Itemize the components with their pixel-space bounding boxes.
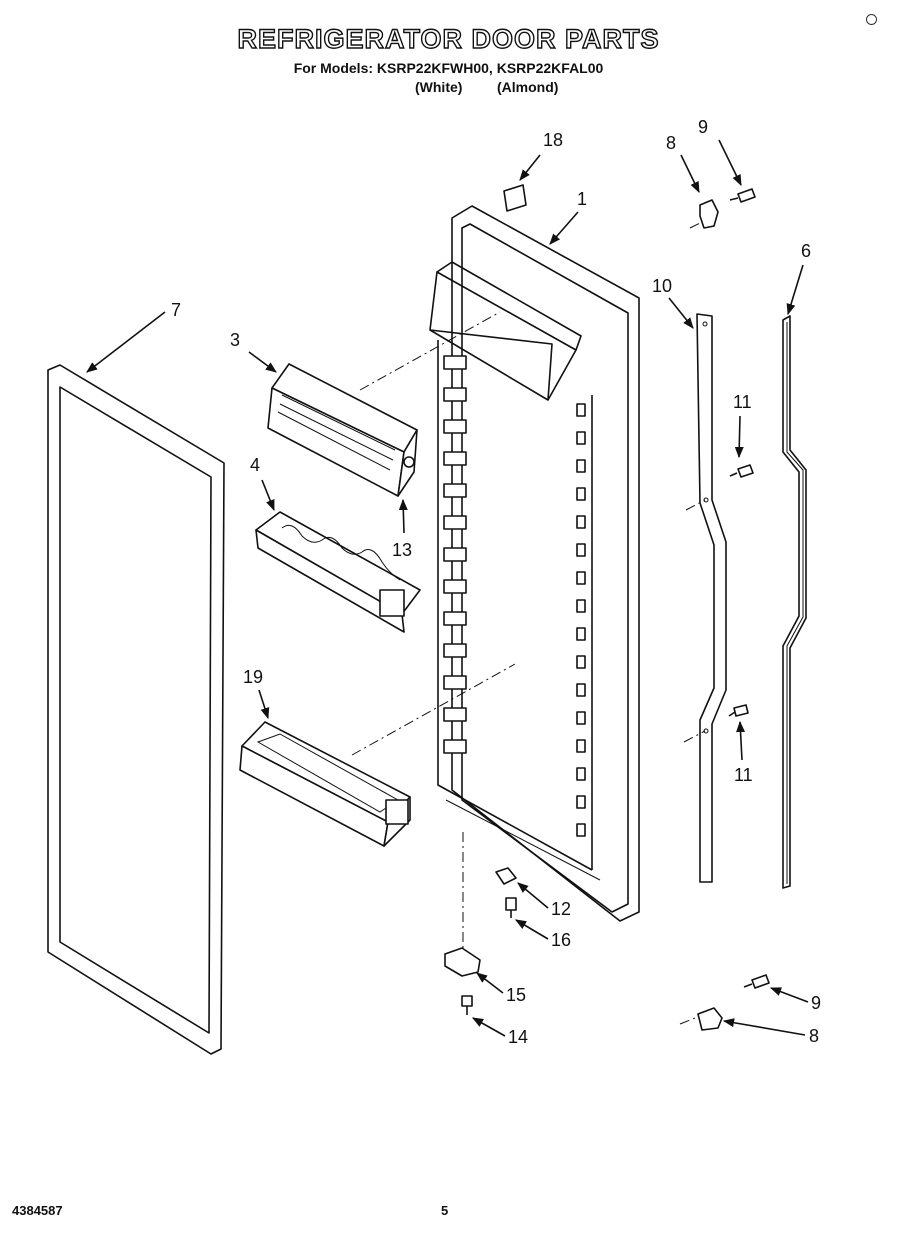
callout-8-top: 8 xyxy=(666,133,676,153)
part-14-screw xyxy=(461,995,473,1015)
liner-rail-tabs-right xyxy=(576,403,586,837)
callout-9-bottom: 9 xyxy=(811,993,821,1013)
part-7-door-gasket xyxy=(47,364,225,1055)
callout-8-bottom: 8 xyxy=(809,1026,819,1046)
part-18-label xyxy=(503,184,527,212)
callout-19: 19 xyxy=(243,667,263,687)
callout-1: 1 xyxy=(577,189,587,209)
color-label-almond: (Almond) xyxy=(497,79,559,95)
callout-4: 4 xyxy=(250,455,260,475)
part-9-screw-top xyxy=(729,188,756,203)
callout-11-bottom: 11 xyxy=(734,765,753,785)
part-11-screw-top xyxy=(729,464,754,478)
callout-3: 3 xyxy=(230,330,240,350)
part-3-dairy-bin xyxy=(267,363,418,497)
part-19-shelf-bin xyxy=(239,721,411,847)
part-8-hinge-cap-top xyxy=(699,199,719,229)
callout-14: 14 xyxy=(508,1027,528,1047)
part-12-hinge-bracket xyxy=(495,867,517,885)
callout-11-top: 11 xyxy=(733,392,752,412)
callout-12: 12 xyxy=(551,899,571,919)
callout-leader-arrows xyxy=(86,139,809,1037)
part-4-egg-tray xyxy=(255,511,421,633)
part-16-screw xyxy=(505,897,517,918)
callout-10: 10 xyxy=(652,276,672,296)
callout-7: 7 xyxy=(171,300,181,320)
callout-15: 15 xyxy=(506,985,526,1005)
corner-mark xyxy=(866,14,877,25)
liner-rail-tabs-left xyxy=(443,355,467,754)
assembly-leader-lines xyxy=(351,221,706,1025)
part-15-bottom-hinge xyxy=(444,947,481,977)
callout-9-top: 9 xyxy=(698,117,708,137)
callout-18: 18 xyxy=(543,130,563,150)
part-8-hinge-cap-bottom xyxy=(697,1007,723,1031)
callout-6: 6 xyxy=(801,241,811,261)
callout-13: 13 xyxy=(392,540,412,560)
page-number: 5 xyxy=(441,1203,449,1218)
color-label-white: (White) xyxy=(415,79,463,95)
part-1-door-liner xyxy=(429,205,640,922)
part-10-rail xyxy=(696,313,727,883)
page-title: REFRIGERATOR DOOR PARTS xyxy=(237,23,660,54)
document-number: 4384587 xyxy=(12,1203,63,1218)
part-6-seal-strip xyxy=(782,315,807,889)
model-subtitle: For Models: KSRP22KFWH00, KSRP22KFAL00 xyxy=(293,60,604,76)
part-11-screw-bottom xyxy=(728,704,749,717)
callout-16: 16 xyxy=(551,930,571,950)
part-9-screw-bottom xyxy=(743,974,770,989)
